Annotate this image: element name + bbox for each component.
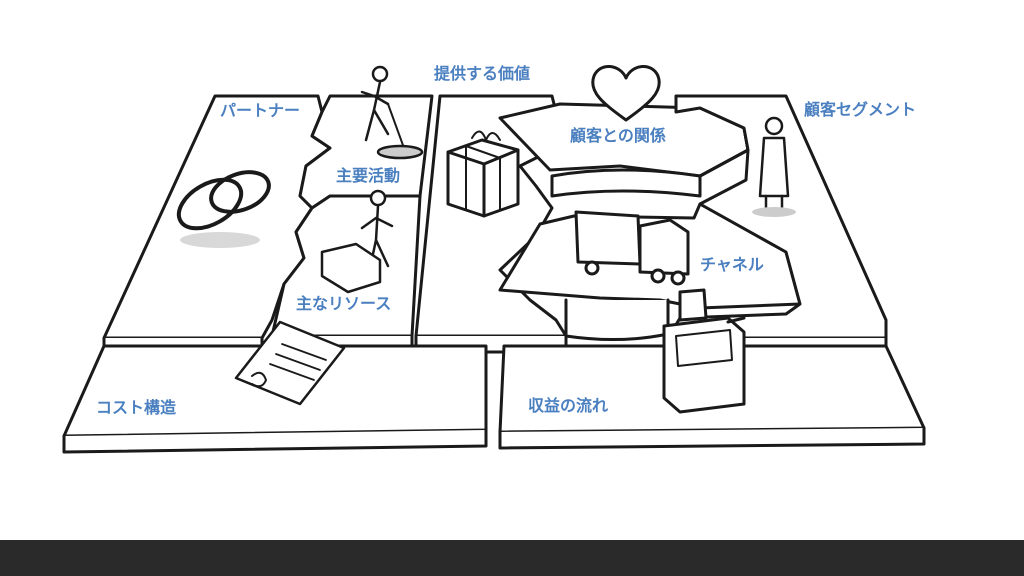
customer-relationships-label: 顧客との関係 [570,126,666,145]
key-resources-label: 主なリソース [296,294,392,313]
business-model-canvas-illustration [62,65,926,454]
cost-structure-block [62,344,488,454]
key-activities-label: 主要活動 [336,166,401,185]
key-partners-label: パートナー [220,101,301,120]
cash-register-icon [662,288,746,414]
channels-label: チャネル [700,255,764,274]
center-stack [550,168,702,342]
customer-figure [752,116,796,217]
customer-segments-label: 顧客セグメント [804,100,917,119]
document-icon [234,320,346,406]
worker-shovel-figure [360,65,424,160]
value-propositions-label: 提供する価値 [434,64,531,83]
heart-icon [591,65,661,122]
key-activities-block [298,94,434,210]
cost-structure-label: コスト構造 [96,398,177,417]
gift-box-icon [446,130,520,218]
revenue-streams-label: 収益の流れ [528,396,609,415]
chain-link-icon [176,170,271,248]
bottom-bar [0,540,1024,576]
worker-cart-figure [320,189,394,294]
truck-icon [574,210,690,286]
